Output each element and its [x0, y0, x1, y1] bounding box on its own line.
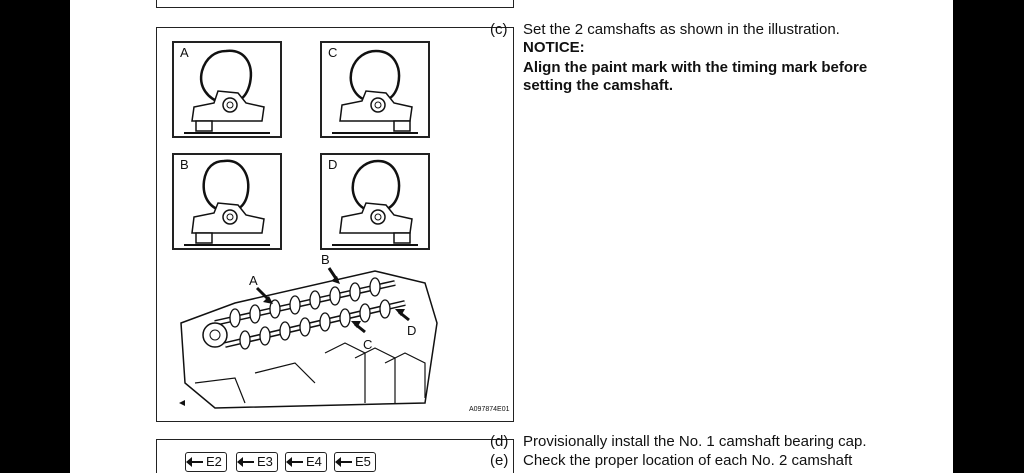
step-d: (d) Provisionally install the No. 1 camsh… — [490, 433, 867, 451]
step-text: Provisionally install the No. 1 camshaft… — [523, 433, 867, 450]
detail-panel-a: A — [172, 41, 282, 138]
step-label: (c) — [490, 21, 508, 38]
step-text: Set the 2 camshafts as shown in the illu… — [523, 21, 840, 38]
cam-lobe-drawing — [332, 159, 418, 246]
cylinder-head-drawing — [179, 270, 438, 409]
panel-letter: C — [328, 45, 338, 60]
callout-letter-a: A — [249, 273, 258, 288]
step-label: (e) — [490, 452, 509, 469]
bearing-cap-label: E5 — [334, 452, 376, 472]
previous-figure-edge — [156, 0, 514, 8]
step-label: (d) — [490, 433, 509, 450]
bearing-cap-label: E2 — [185, 452, 227, 472]
arrow-left-icon — [335, 457, 352, 467]
manual-page: A C B — [70, 0, 953, 473]
callout-arrows — [255, 267, 410, 334]
panel-letter: D — [328, 157, 338, 172]
detail-panel-b: B — [172, 153, 282, 250]
callout-letter-d: D — [407, 323, 417, 338]
camshaft-illustration: A C B — [156, 27, 514, 422]
step-e: (e) Check the proper location of each No.… — [490, 452, 852, 470]
cam-lobe-drawing — [184, 49, 270, 134]
callout-letter-c: C — [363, 337, 373, 352]
notice-title: NOTICE: — [523, 39, 585, 56]
panel-letter: A — [180, 45, 189, 60]
notice-text: Align the paint mark with the timing mar… — [523, 59, 868, 94]
bearing-cap-label: E3 — [236, 452, 278, 472]
detail-panel-c: C — [320, 41, 430, 138]
detail-panel-d: D — [320, 153, 430, 250]
step-c: (c) Set the 2 camshafts as shown in the i… — [490, 21, 840, 39]
step-text: Check the proper location of each No. 2 … — [523, 452, 853, 469]
arrow-left-icon — [186, 457, 203, 467]
arrow-left-icon — [286, 457, 303, 467]
bearing-cap-label: E4 — [285, 452, 327, 472]
callout-letter-b: B — [321, 252, 330, 267]
figure-id: A097874E01 — [469, 406, 510, 413]
panel-letter: B — [180, 157, 189, 172]
cam-lobe-drawing — [184, 159, 270, 246]
cam-lobe-drawing — [332, 49, 418, 134]
arrow-left-icon — [237, 457, 254, 467]
